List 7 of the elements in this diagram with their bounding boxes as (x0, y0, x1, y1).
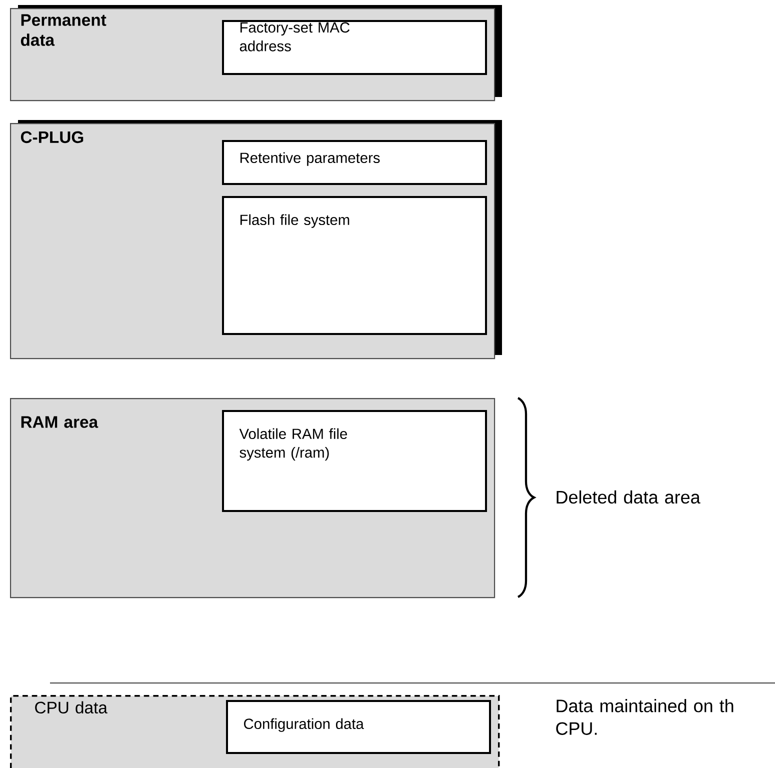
data-box: Factory-set MAC address (222, 20, 487, 75)
data-box: Volatile RAM file system (/ram) (222, 410, 487, 512)
label-text: Deleted data area (556, 490, 700, 504)
note-text: Data maintained on th CPU. (556, 699, 734, 735)
data-box: Configuration data (226, 700, 491, 754)
data-box: Flash file system (222, 196, 487, 335)
data-box: Retentive parameters (222, 140, 487, 185)
